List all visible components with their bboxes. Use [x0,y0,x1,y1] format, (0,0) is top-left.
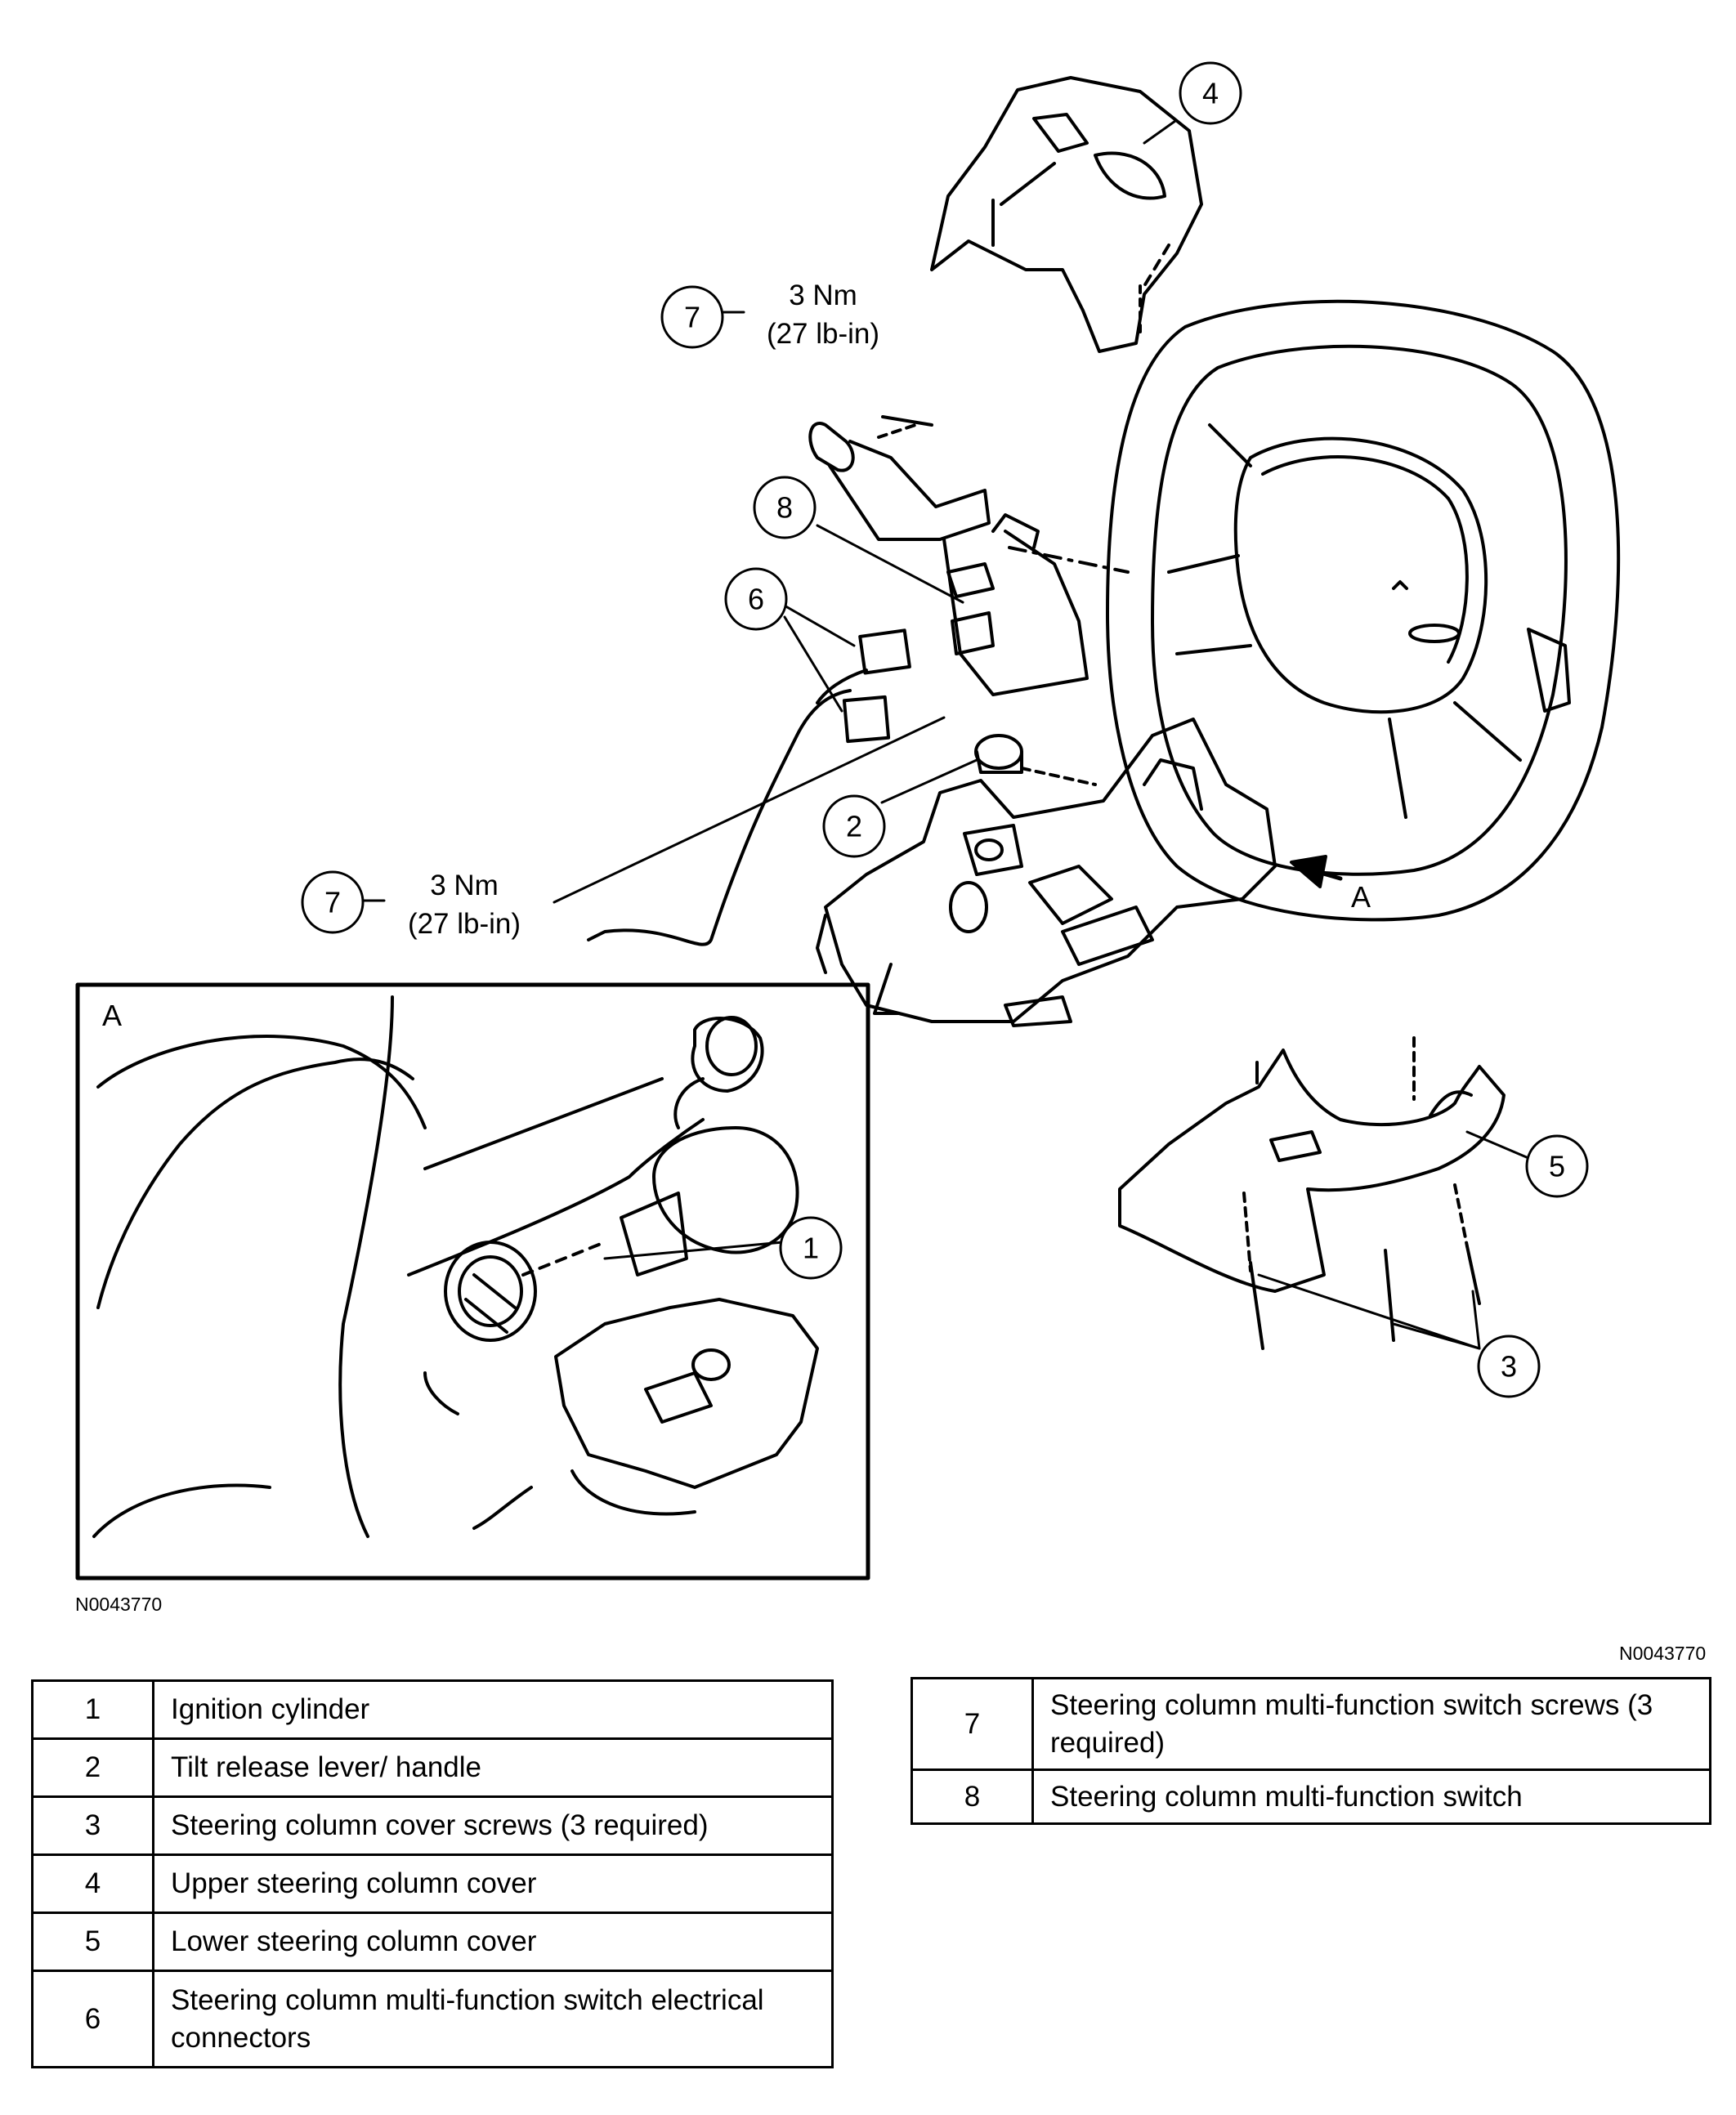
electrical-connectors [587,628,911,946]
view-a-arrow [1290,855,1343,888]
inset-a-detail [75,982,870,1581]
legend-description: Steering column multi-function switch sc… [1031,1677,1711,1771]
legend-number: 7 [911,1677,1034,1771]
legend-number: 3 [31,1795,154,1856]
leader-lines [357,119,1530,1350]
torque-bottom-nm: 3 Nm [430,870,499,901]
callout-2: 2 [846,810,862,843]
steering-column-assembly [816,718,1277,1027]
legend-description: Tilt release lever/ handle [152,1737,834,1798]
legend-description: Lower steering column cover [152,1912,834,1972]
legend-number: 6 [31,1970,154,2068]
callout-4: 4 [1202,77,1219,110]
inset-label: A [102,999,122,1032]
callout-circles [301,61,1589,1398]
legend-description: Steering column multi-function switch el… [152,1970,834,2068]
legend-number: 8 [911,1768,1034,1825]
callout-1: 1 [803,1232,819,1265]
lower-steering-column-cover [1118,1036,1506,1293]
tilt-release-lever [974,734,1097,786]
steering-wheel [1106,299,1621,922]
arrow-view-label: A [1351,880,1371,914]
legend-description: Ignition cylinder [152,1679,834,1740]
callout-8: 8 [776,491,793,525]
torque-top-nm: 3 Nm [789,279,857,311]
legend-description: Upper steering column cover [152,1853,834,1914]
callout-3: 3 [1501,1350,1517,1384]
legend-description: Steering column cover screws (3 required… [152,1795,834,1856]
multi-function-switch [808,422,1130,696]
torque-top-lbin: (27 lb-in) [767,318,879,350]
cover-screws [1242,1183,1481,1350]
legend-description: Steering column multi-function switch [1031,1768,1711,1825]
callout-5: 5 [1549,1150,1565,1183]
torque-bottom-lbin: (27 lb-in) [408,908,521,940]
callout-7-top: 7 [684,301,700,334]
callout-7-bottom: 7 [324,886,341,919]
figure-code-left: N0043770 [75,1594,163,1615]
legend-number: 5 [31,1912,154,1972]
callout-6: 6 [748,583,764,616]
upper-steering-column-cover [930,76,1203,353]
legend-number: 4 [31,1853,154,1914]
legend-number: 1 [31,1679,154,1740]
exploded-view-diagram: 4 7 8 6 2 7 1 5 3 3 Nm (27 lb-in) 3 Nm (… [75,61,1621,1581]
figure-code-right: N0043770 [1619,1643,1707,1664]
legend-number: 2 [31,1737,154,1798]
